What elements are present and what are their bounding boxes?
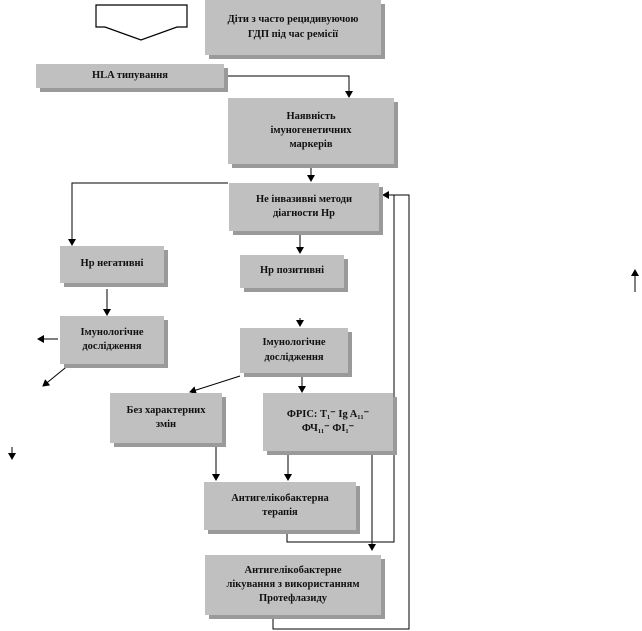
node-protefluxid: Антигелікобактерне лікування з використа…: [205, 555, 381, 615]
node-invasive: Не інвазивні методи діагности Нр: [229, 183, 379, 231]
node-firs: ФРІС: T₁⁻ Ig A₁₁⁻ ФЧ₁₁⁻ ФІ₁⁻: [263, 393, 393, 451]
node-markers: Наявність імуногенетичних маркерів: [228, 98, 394, 164]
node-therapy-label: Антигелікобактерна терапія: [231, 492, 329, 518]
node-hla-label: HLA типування: [91, 69, 168, 81]
node-no-changes-label: Без характерних змін: [126, 404, 206, 430]
node-hp-negative: Нр негативні: [60, 246, 164, 283]
node-hp-positive: Нр позитивні: [240, 255, 344, 288]
node-patients: Діти з часто рецидивуючою ГДП під час ре…: [205, 0, 381, 55]
node-hla: HLA типування: [36, 64, 224, 88]
node-immuno-right-label: Імунологічне дослідження: [262, 337, 326, 363]
node-no-changes: Без характерних змін: [110, 393, 222, 443]
node-immuno-left: Імунологічне дослідження: [60, 316, 164, 364]
node-patients-label: Діти з часто рецидивуючою ГДП під час ре…: [227, 14, 359, 40]
node-protefluxid-label: Антигелікобактерне лікування з використа…: [226, 564, 360, 605]
node-immuno-left-label: Імунологічне дослідження: [80, 326, 144, 352]
node-hp-positive-label: Нр позитивні: [259, 265, 325, 277]
node-immuno-right: Імунологічне дослідження: [240, 328, 348, 373]
node-invasive-label: Не інвазивні методи діагности Нр: [255, 193, 352, 219]
start-arrow-outline: [95, 4, 188, 41]
node-therapy: Антигелікобактерна терапія: [204, 482, 356, 530]
node-hp-negative-label: Нр негативні: [80, 258, 144, 270]
node-markers-label: Наявність імуногенетичних маркерів: [270, 110, 352, 151]
node-firs-label: ФРІС: T₁⁻ Ig A₁₁⁻ ФЧ₁₁⁻ ФІ₁⁻: [286, 408, 370, 434]
